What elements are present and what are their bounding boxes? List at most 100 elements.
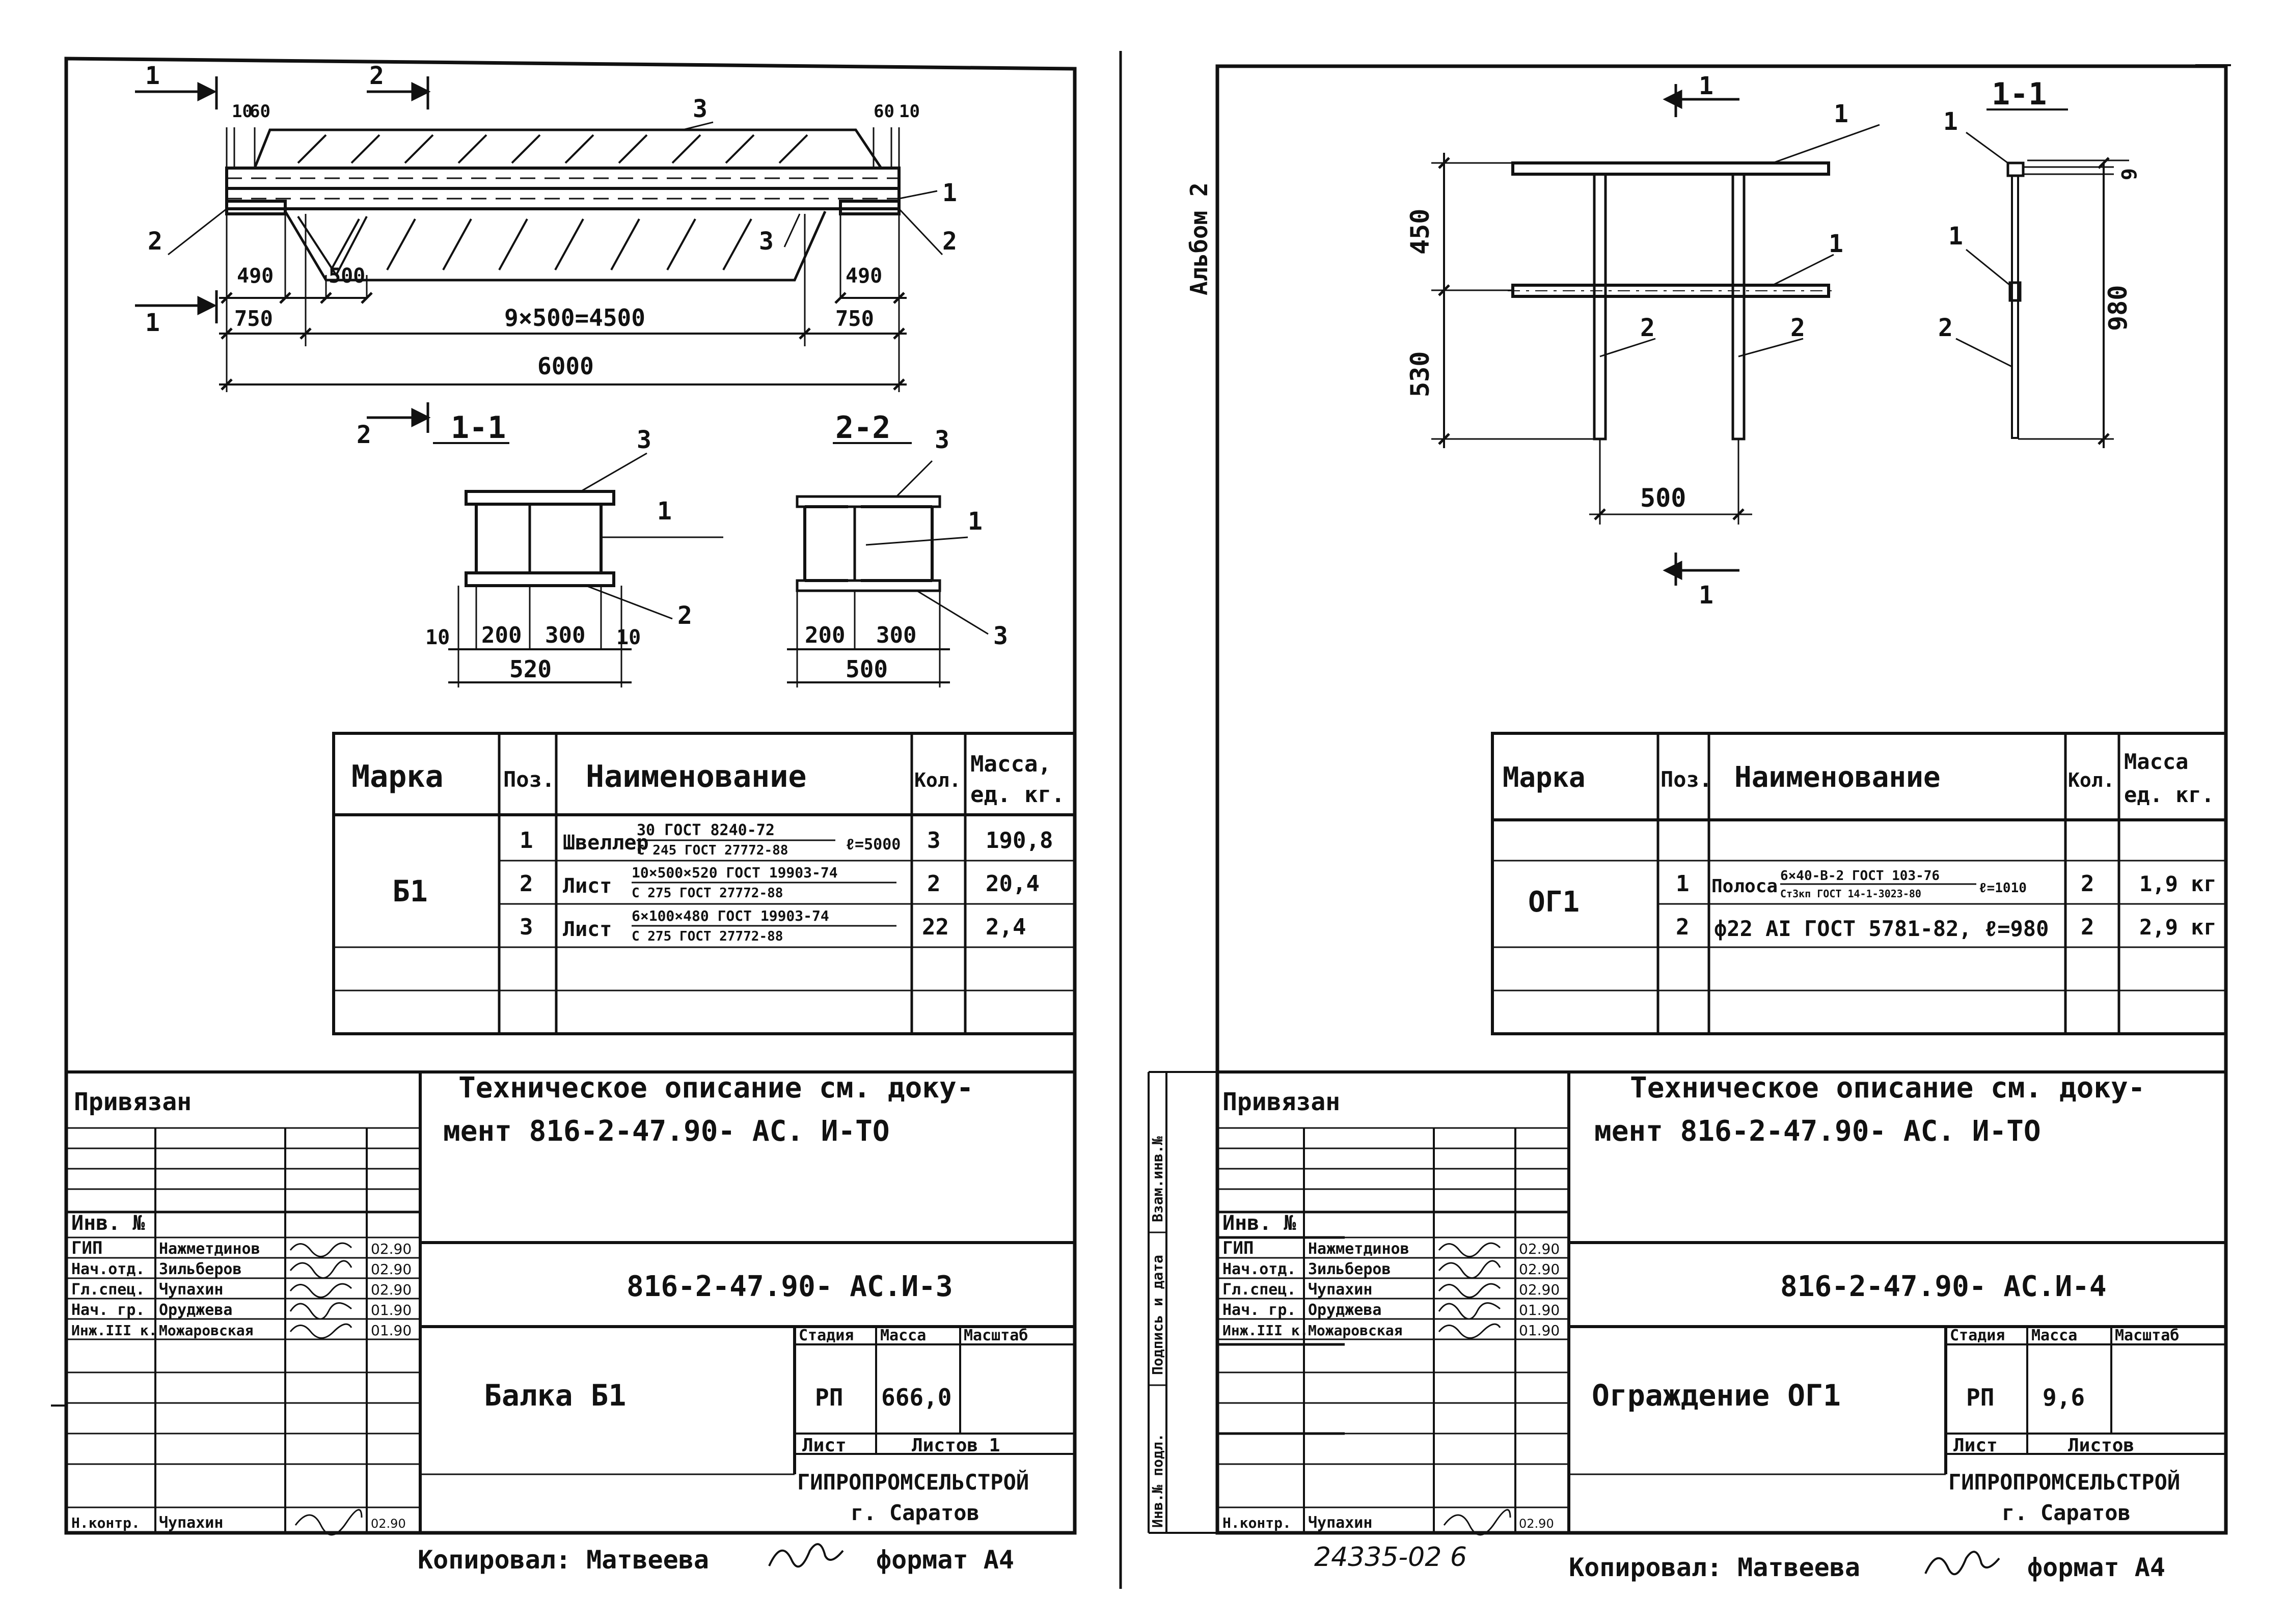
spec-left-r1-length: ℓ=5000 — [846, 836, 901, 854]
s22-dim-200: 200 — [805, 622, 845, 648]
railing-s11-pos-1-top: 1 — [1943, 107, 1958, 136]
spec-table-right — [1491, 732, 2227, 1035]
dim-450: 450 — [1405, 209, 1435, 255]
s22-pos-1: 1 — [968, 507, 983, 536]
spec-table-right-text: Марка Поз. Наименование Кол. Масса ед. к… — [1503, 749, 2217, 941]
spec-left-header-unit: ед. кг. — [970, 782, 1065, 808]
left-frame — [64, 57, 1077, 1535]
tb-left-signatures — [289, 1242, 363, 1536]
tb-right-listov: Листов — [2068, 1435, 2134, 1456]
dim-500-railing: 500 — [1640, 483, 1686, 513]
tb-left-organisation: ГИПРОПРОМСЕЛЬСТРОЙ — [797, 1469, 1029, 1495]
spec-left-r1-top: 30 ГОСТ 8240-72 — [637, 821, 775, 839]
tb-right-privyazan: Привязан — [1222, 1088, 1340, 1116]
spec-left-r1-qty: 3 — [927, 828, 941, 854]
tb-left-nkontr-role: Н.контр. — [71, 1515, 140, 1531]
tb-left-date-1: 02.90 — [371, 1241, 412, 1257]
spec-left-r1-pos: 1 — [520, 828, 533, 854]
tb-left-date-3: 02.90 — [371, 1281, 412, 1298]
spec-right-r1-pos: 1 — [1676, 871, 1690, 897]
archive-number: 24335-02 6 — [1314, 1542, 1467, 1573]
spec-left-r2-bot: С 275 ГОСТ 27772-88 — [632, 886, 783, 901]
spec-left-r3-pos: 3 — [520, 914, 533, 940]
tb-right-massa: Масса — [2031, 1327, 2077, 1344]
section-1-1 — [433, 442, 723, 687]
spec-left-header-name: Наименование — [586, 759, 806, 794]
spec-left-r2-mass: 20,4 — [986, 871, 1040, 897]
side-label-podpis: Подпись и дата — [1149, 1255, 1166, 1375]
title-block-left — [51, 1070, 1075, 1533]
spec-left-r2-qty: 2 — [927, 871, 941, 897]
s11-pos-1: 1 — [657, 497, 672, 526]
tb-left-stadiya: Стадия — [799, 1327, 854, 1344]
spec-right-r2-mass: 2,9 кг — [2139, 915, 2217, 940]
tb-right-drawing-title: Ограждение ОГ1 — [1592, 1378, 1841, 1413]
copier-signature-left — [768, 1543, 844, 1568]
tb-right-signatures — [1438, 1242, 1511, 1536]
s22-dim-300: 300 — [876, 622, 916, 648]
tb-right-name-2: Зильберов — [1308, 1260, 1391, 1278]
spec-right-r1-length: ℓ=1010 — [1979, 880, 2027, 896]
spec-left-r3-mass: 2,4 — [986, 914, 1026, 940]
tb-left-inv: Инв. № — [71, 1212, 145, 1235]
tb-left-name-1: Нажметдинов — [159, 1240, 260, 1258]
album-label: Альбом 2 — [1185, 182, 1213, 295]
tb-right-date-1: 02.90 — [1519, 1241, 1560, 1257]
tb-left-nkontr-date: 02.90 — [371, 1517, 406, 1531]
tb-right-stage-value: РП — [1966, 1384, 1994, 1411]
tb-right-masshtab: Масштаб — [2115, 1327, 2179, 1344]
side-label-vzam: Взам.инв.№ — [1149, 1136, 1166, 1222]
spec-left-r1-mass: 190,8 — [986, 828, 1053, 854]
dim-60-left: 60 — [250, 101, 270, 122]
dim-530: 530 — [1405, 351, 1435, 397]
railing-cut-1-top: 1 — [1699, 72, 1713, 100]
tb-right-mass-value: 9,6 — [2043, 1384, 2085, 1411]
s11-dim-200: 200 — [481, 622, 522, 648]
railing-s11-pos-2: 2 — [1938, 314, 1953, 342]
spec-right-header-pos: Поз. — [1661, 767, 1712, 792]
section-2-2-labels: 2-2 3 1 3 200 300 500 — [805, 410, 1008, 683]
footer-copied-by-left: Копировал: Матвеева — [418, 1545, 709, 1575]
spec-right-mark-value: ОГ1 — [1528, 886, 1580, 919]
tb-right-nkontr-name: Чупахин — [1308, 1514, 1372, 1532]
tb-left-date-4: 01.90 — [371, 1302, 412, 1318]
tb-right-date-2: 02.90 — [1519, 1261, 1560, 1278]
footer-copied-by-right: Копировал: Матвеева — [1569, 1553, 1860, 1582]
tb-right-doc-code: 816-2-47.90- АС.И-4 — [1780, 1270, 2107, 1303]
tb-right-role-4: Нач. гр. — [1222, 1301, 1296, 1319]
tb-left-massa: Масса — [880, 1327, 926, 1344]
right-sheet: Альбом 2 — [1148, 64, 2231, 1582]
tb-right-nkontr-date: 02.90 — [1519, 1517, 1554, 1531]
s11-pos-2: 2 — [677, 601, 692, 630]
railing-section-cut — [1663, 84, 1739, 586]
tb-right-organisation: ГИПРОПРОМСЕЛЬСТРОЙ — [1948, 1469, 2180, 1495]
dim-490-right: 490 — [846, 264, 882, 288]
spec-right-header-unit: ед. кг. — [2124, 782, 2214, 807]
s11-dim-520: 520 — [509, 655, 552, 683]
tb-left-mass-value: 666,0 — [881, 1384, 951, 1411]
tb-left-role-3: Гл.спец. — [71, 1281, 145, 1299]
cut-2-top-label: 2 — [369, 62, 384, 90]
spec-right-r1-bot: Ст3кп ГОСТ 14-1-3023-80 — [1780, 888, 1921, 900]
spec-left-r3-top: 6×100×480 ГОСТ 19903-74 — [632, 907, 829, 924]
tb-left-name-3: Чупахин — [159, 1281, 223, 1299]
spec-right-r1-qty: 2 — [2081, 871, 2094, 897]
tb-left-stage-value: РП — [815, 1384, 843, 1411]
spec-right-r2-qty: 2 — [2081, 914, 2094, 940]
tb-left-city: г. Саратов — [851, 1500, 979, 1525]
pos-2-label-right: 2 — [942, 227, 957, 256]
s11-dim-10-right: 10 — [616, 626, 641, 649]
spec-right-r2-pos: 2 — [1676, 914, 1690, 940]
tb-left-masshtab: Масштаб — [964, 1327, 1028, 1344]
spec-left-header-pos: Поз. — [503, 767, 555, 792]
tb-right-role-3: Гл.спец. — [1222, 1281, 1296, 1299]
dim-9x500: 9×500=4500 — [504, 304, 645, 332]
copier-signature-right — [1924, 1551, 2000, 1576]
spec-right-r1-name: Полоса — [1711, 876, 1778, 897]
tb-right-date-5: 01.90 — [1519, 1322, 1560, 1339]
title-block-left-text: Привязан Техническое описание см. доку- … — [71, 1071, 1029, 1536]
railing-section-title: 1-1 — [1992, 76, 2047, 112]
spec-right-header-mass: Масса — [2124, 749, 2188, 774]
railing-cut-1-bottom: 1 — [1699, 581, 1713, 610]
